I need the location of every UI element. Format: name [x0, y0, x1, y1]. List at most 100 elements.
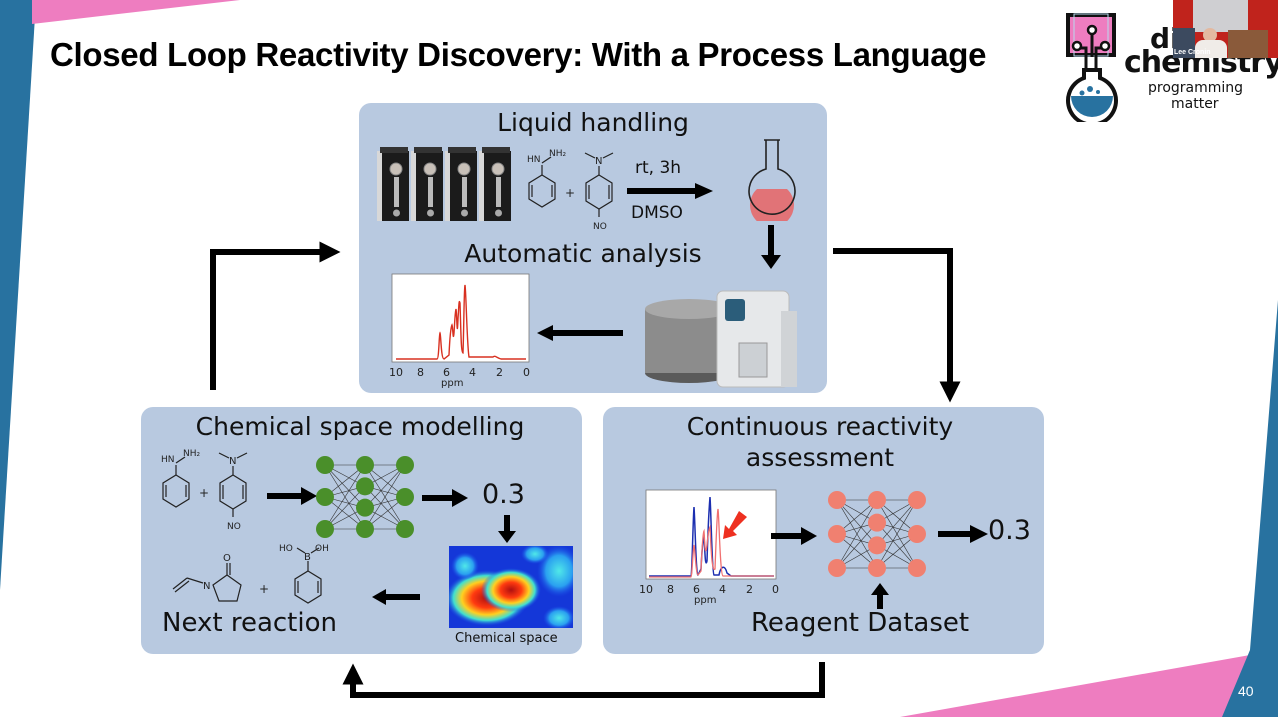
chair	[1173, 28, 1195, 58]
spectrum-xlabel: ppm	[441, 378, 463, 389]
analysis-title: Automatic analysis	[464, 239, 702, 268]
next-n-label: N	[203, 581, 210, 592]
nn-node	[396, 456, 414, 474]
r-tick-0: 0	[772, 583, 779, 596]
bookshelf	[1193, 0, 1248, 32]
nn-edge	[364, 486, 406, 530]
nmr-spectrum-red: 10 8 6 4 2 0 ppm	[389, 273, 530, 389]
m-reagent2-no-label: NO	[227, 522, 241, 532]
arrow-value-to-heatmap	[498, 515, 516, 543]
modelling-reactants-structures: HN NH₂ N NO +	[161, 449, 248, 532]
nn-node	[356, 520, 374, 538]
panel-title-chemical-space: Chemical space modelling	[195, 412, 525, 441]
nn-node	[356, 477, 374, 496]
arrow-to-green-nn	[267, 487, 317, 505]
plus-sign: +	[565, 186, 575, 200]
round-bottom-flask-icon	[748, 139, 796, 221]
nn-edge	[324, 464, 366, 508]
next-reaction-structures: N O + HO B OH	[172, 544, 329, 604]
speaker-body	[1195, 40, 1227, 58]
arrow-reactivity-to-modelling	[342, 662, 825, 698]
nn-edge	[876, 499, 918, 569]
flask-circuit-icon	[1066, 13, 1118, 122]
nn-edge	[836, 499, 878, 546]
next-plus-sign: +	[259, 582, 269, 596]
reagent2-no-label: NO	[593, 222, 607, 232]
speaker-head	[1203, 28, 1217, 42]
nn-edge	[836, 499, 878, 569]
nmr-spectrometer-image	[645, 290, 797, 388]
right-blue-band	[1222, 300, 1278, 717]
speaker-label: Lee Cronin	[1174, 49, 1211, 56]
next-b-label: B	[304, 552, 311, 563]
nn-edge	[364, 464, 406, 530]
panel-title-reactivity-line2: assessment	[745, 443, 895, 472]
nn-node	[356, 456, 374, 474]
reaction-arrow	[627, 183, 713, 199]
nn-node	[316, 488, 334, 506]
arrow-nmr-to-spectrum	[537, 325, 623, 341]
reagent1-nh2-label: NH₂	[549, 149, 567, 159]
nn-node	[828, 525, 846, 543]
heatmap-label: Chemical space	[455, 631, 558, 646]
nn-node	[316, 456, 334, 474]
r-tick-4: 4	[719, 583, 726, 596]
arrow-dataset-to-nn	[871, 583, 889, 609]
reagent2-n-label: N	[595, 156, 602, 167]
speaker-video[interactable]: Lee Cronin	[1173, 0, 1278, 58]
panel-chemical-space-modelling: Chemical space modelling HN NH₂ N NO + 0…	[141, 407, 582, 654]
logo-line-matter: matter	[1171, 96, 1219, 112]
tick-2: 2	[496, 366, 503, 379]
nn-node	[396, 520, 414, 538]
condition-time: rt, 3h	[635, 158, 682, 178]
reagent1-hn-label: HN	[527, 155, 541, 165]
tick-10: 10	[389, 366, 403, 379]
next-oh-label: OH	[315, 544, 329, 554]
nn-node	[868, 559, 886, 577]
arrow-modelling-to-liquid-handling	[210, 241, 341, 390]
neural-network-salmon	[828, 491, 926, 577]
panel-liquid-handling: Liquid handling HN NH₂ N NO + rt	[359, 103, 827, 393]
nn-node	[908, 491, 926, 509]
condition-solvent: DMSO	[631, 203, 683, 223]
nn-edge	[876, 499, 918, 546]
nn-node	[828, 491, 846, 509]
r-tick-2: 2	[746, 583, 753, 596]
syringe-pumps-image	[377, 147, 512, 222]
m-plus-sign: +	[199, 486, 209, 500]
neural-network-green	[316, 456, 414, 538]
panel-title-liquid-handling: Liquid handling	[497, 108, 689, 137]
nn-node	[908, 559, 926, 577]
reagent-dataset-label: Reagent Dataset	[751, 608, 970, 638]
arrow-heatmap-to-next	[372, 589, 420, 605]
arrow-flask-to-nmr	[761, 225, 781, 269]
nn-node	[828, 559, 846, 577]
arrow-to-value	[422, 489, 468, 507]
nn-node	[316, 520, 334, 538]
nn-node	[868, 536, 886, 555]
r-tick-8: 8	[667, 583, 674, 596]
panel-title-reactivity-line1: Continuous reactivity	[686, 412, 954, 441]
nn-edge	[324, 486, 366, 530]
next-o-label: O	[223, 553, 231, 564]
r-spectrum-xlabel: ppm	[694, 595, 716, 606]
next-ho-label: HO	[279, 544, 293, 554]
reactivity-output-value: 0.3	[988, 515, 1031, 546]
nn-edge	[876, 522, 918, 569]
m-reagent1-nh2-label: NH₂	[183, 449, 201, 459]
slide-title: Closed Loop Reactivity Discovery: With a…	[50, 36, 987, 73]
arrow-nn-to-value	[938, 525, 988, 543]
right-blue-band-wide	[1230, 600, 1278, 717]
panel-reactivity-assessment: Continuous reactivity assessment 10 8 6 …	[603, 407, 1044, 654]
r-tick-6: 6	[693, 583, 700, 596]
top-pink-band	[32, 0, 240, 24]
tick-4: 4	[469, 366, 476, 379]
nn-edge	[324, 464, 366, 530]
nn-node	[868, 513, 886, 532]
m-reagent2-n-label: N	[229, 456, 236, 467]
desk	[1228, 30, 1268, 58]
logo-line-programming: programming	[1148, 80, 1244, 96]
chemical-space-heatmap	[449, 546, 573, 628]
